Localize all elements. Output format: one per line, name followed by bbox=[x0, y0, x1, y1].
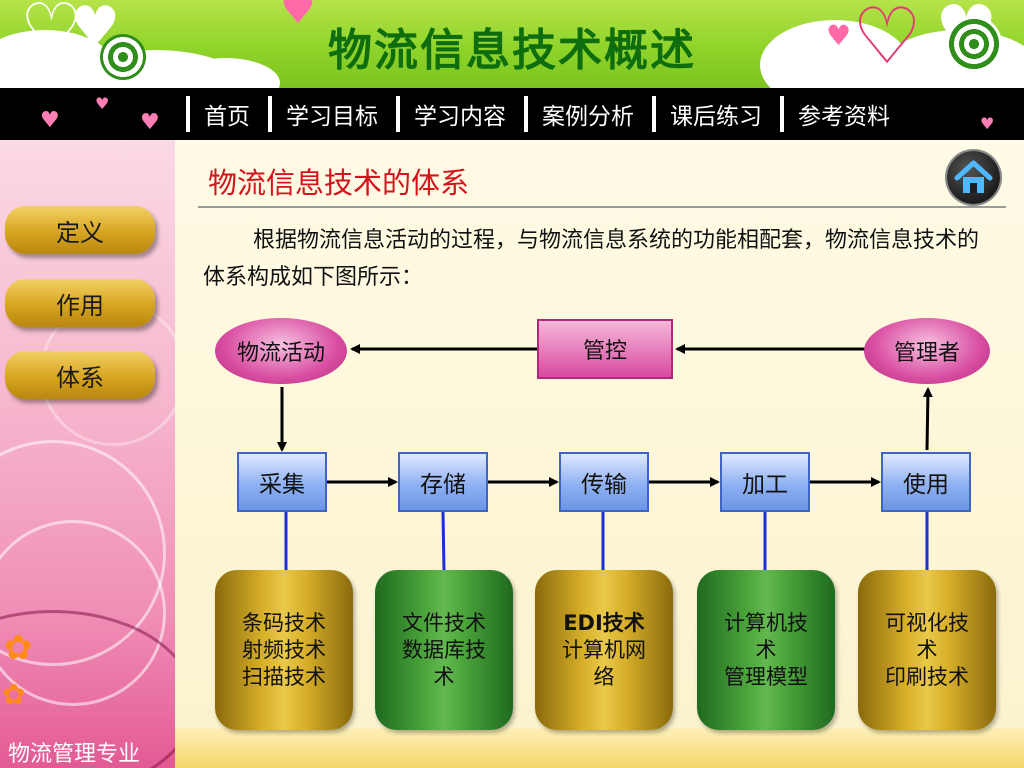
step-transmit: 传输 bbox=[559, 452, 649, 512]
step-store: 存储 bbox=[398, 452, 488, 512]
heart-decoration: ♥ bbox=[95, 94, 110, 113]
step-label: 加工 bbox=[742, 472, 788, 498]
sidebar-button-label: 定义 bbox=[56, 218, 104, 247]
heart-decoration: ♥ bbox=[280, 0, 316, 33]
step-use: 使用 bbox=[881, 452, 971, 512]
nav-label: 学习内容 bbox=[414, 104, 506, 130]
step-process: 加工 bbox=[720, 452, 810, 512]
tech-text: 条码技术 射频技术 扫描技术 bbox=[242, 610, 326, 691]
sidebar-button-label: 作用 bbox=[56, 291, 104, 320]
footer-label: 物流管理专业 bbox=[8, 742, 141, 767]
sidebar-button-system[interactable]: 体系 bbox=[5, 351, 155, 399]
nav-divider bbox=[396, 96, 400, 132]
nav-divider bbox=[268, 96, 272, 132]
node-control: 管控 bbox=[537, 319, 673, 379]
tech-box-store: 文件技术 数据库技 术 bbox=[375, 570, 513, 730]
nav-item-content[interactable]: 学习内容 bbox=[396, 88, 524, 140]
sidebar-button-function[interactable]: 作用 bbox=[5, 279, 155, 327]
page-title: 物流信息技术概述 bbox=[328, 25, 696, 76]
main-nav: 首页 学习目标 学习内容 案例分析 课后练习 参考资料 bbox=[186, 88, 908, 140]
tech-line: 管理模型 bbox=[724, 664, 808, 689]
tech-box-collect: 条码技术 射频技术 扫描技术 bbox=[215, 570, 353, 730]
step-label: 使用 bbox=[903, 472, 949, 498]
heart-decoration: ♥ bbox=[826, 19, 852, 52]
node-manager: 管理者 bbox=[864, 318, 990, 384]
flower-decoration: ✿ bbox=[2, 678, 26, 711]
tech-line: 可视化技 bbox=[885, 610, 969, 635]
tech-box-transmit: EDI技术 计算机网 络 bbox=[535, 570, 673, 730]
tech-text: EDI技术 计算机网 络 bbox=[562, 610, 646, 691]
section-title: 物流信息技术的体系 bbox=[208, 166, 470, 200]
tech-box-process: 计算机技 术 管理模型 bbox=[697, 570, 835, 730]
heart-decoration: ♡ bbox=[852, 0, 922, 82]
node-logistics-activity: 物流活动 bbox=[215, 318, 347, 384]
node-label: 管理者 bbox=[893, 341, 960, 366]
heart-decoration: ♥ bbox=[980, 114, 995, 133]
tech-box-use: 可视化技 术 印刷技术 bbox=[858, 570, 996, 730]
nav-divider bbox=[780, 96, 784, 132]
nav-label: 首页 bbox=[204, 104, 250, 130]
heart-decoration: ♡ bbox=[20, 0, 83, 70]
node-label: 管控 bbox=[582, 339, 627, 364]
step-collect: 采集 bbox=[237, 452, 327, 512]
nav-item-exercises[interactable]: 课后练习 bbox=[652, 88, 780, 140]
nav-item-references[interactable]: 参考资料 bbox=[780, 88, 908, 140]
step-label: 存储 bbox=[420, 472, 466, 498]
tech-line: 络 bbox=[593, 664, 615, 689]
tech-line: 术 bbox=[433, 664, 455, 689]
sidebar-button-definition[interactable]: 定义 bbox=[5, 206, 155, 254]
nav-label: 参考资料 bbox=[798, 104, 890, 130]
tech-line: 术 bbox=[755, 637, 777, 662]
bottom-band bbox=[175, 728, 1024, 768]
home-icon bbox=[954, 160, 993, 193]
node-label: 物流活动 bbox=[236, 341, 325, 366]
tech-line: 术 bbox=[916, 637, 938, 662]
step-label: 传输 bbox=[581, 472, 627, 498]
nav-item-case-study[interactable]: 案例分析 bbox=[524, 88, 652, 140]
nav-label: 课后练习 bbox=[670, 104, 762, 130]
tech-text: 文件技术 数据库技 术 bbox=[402, 610, 486, 691]
nav-divider bbox=[652, 96, 656, 132]
tech-text: 计算机技 术 管理模型 bbox=[724, 610, 808, 691]
tech-line: 扫描技术 bbox=[242, 664, 326, 689]
tech-line: 计算机网 bbox=[562, 637, 646, 662]
heart-decoration: ♥ bbox=[40, 108, 60, 133]
heart-decoration: ♥ bbox=[140, 110, 160, 135]
nav-label: 案例分析 bbox=[542, 104, 634, 130]
sidebar-button-label: 体系 bbox=[56, 363, 104, 392]
header-banner: ♡ ♥ ♥ ♡ ♥ ♥ 物流信息技术概述 bbox=[0, 0, 1024, 88]
flower-decoration: ✿ bbox=[4, 628, 33, 668]
intro-paragraph: 根据物流信息活动的过程，与物流信息系统的功能相配套，物流信息技术的体系构成如下图… bbox=[203, 222, 993, 296]
tech-line: 印刷技术 bbox=[885, 664, 969, 689]
intro-text: 根据物流信息活动的过程，与物流信息系统的功能相配套，物流信息技术的体系构成如下图… bbox=[203, 228, 980, 290]
tech-line: 计算机技 bbox=[724, 610, 808, 635]
step-label: 采集 bbox=[259, 472, 305, 498]
nav-item-objectives[interactable]: 学习目标 bbox=[268, 88, 396, 140]
tech-line: 条码技术 bbox=[242, 610, 326, 635]
tech-text: 可视化技 术 印刷技术 bbox=[885, 610, 969, 691]
nav-label: 学习目标 bbox=[286, 104, 378, 130]
tech-line: 数据库技 bbox=[402, 637, 486, 662]
tech-line: EDI技术 bbox=[563, 610, 645, 635]
target-decoration bbox=[946, 16, 1002, 72]
title-divider bbox=[198, 206, 1006, 208]
nav-bar: ♥ ♥ ♥ ♥ 首页 学习目标 学习内容 案例分析 课后练习 参考资料 bbox=[0, 88, 1024, 140]
nav-item-home[interactable]: 首页 bbox=[186, 88, 268, 140]
tech-line: 文件技术 bbox=[402, 610, 486, 635]
target-decoration bbox=[100, 34, 146, 80]
nav-divider bbox=[186, 96, 190, 132]
nav-divider bbox=[524, 96, 528, 132]
tech-line: 射频技术 bbox=[242, 637, 326, 662]
home-button[interactable] bbox=[947, 151, 1000, 204]
